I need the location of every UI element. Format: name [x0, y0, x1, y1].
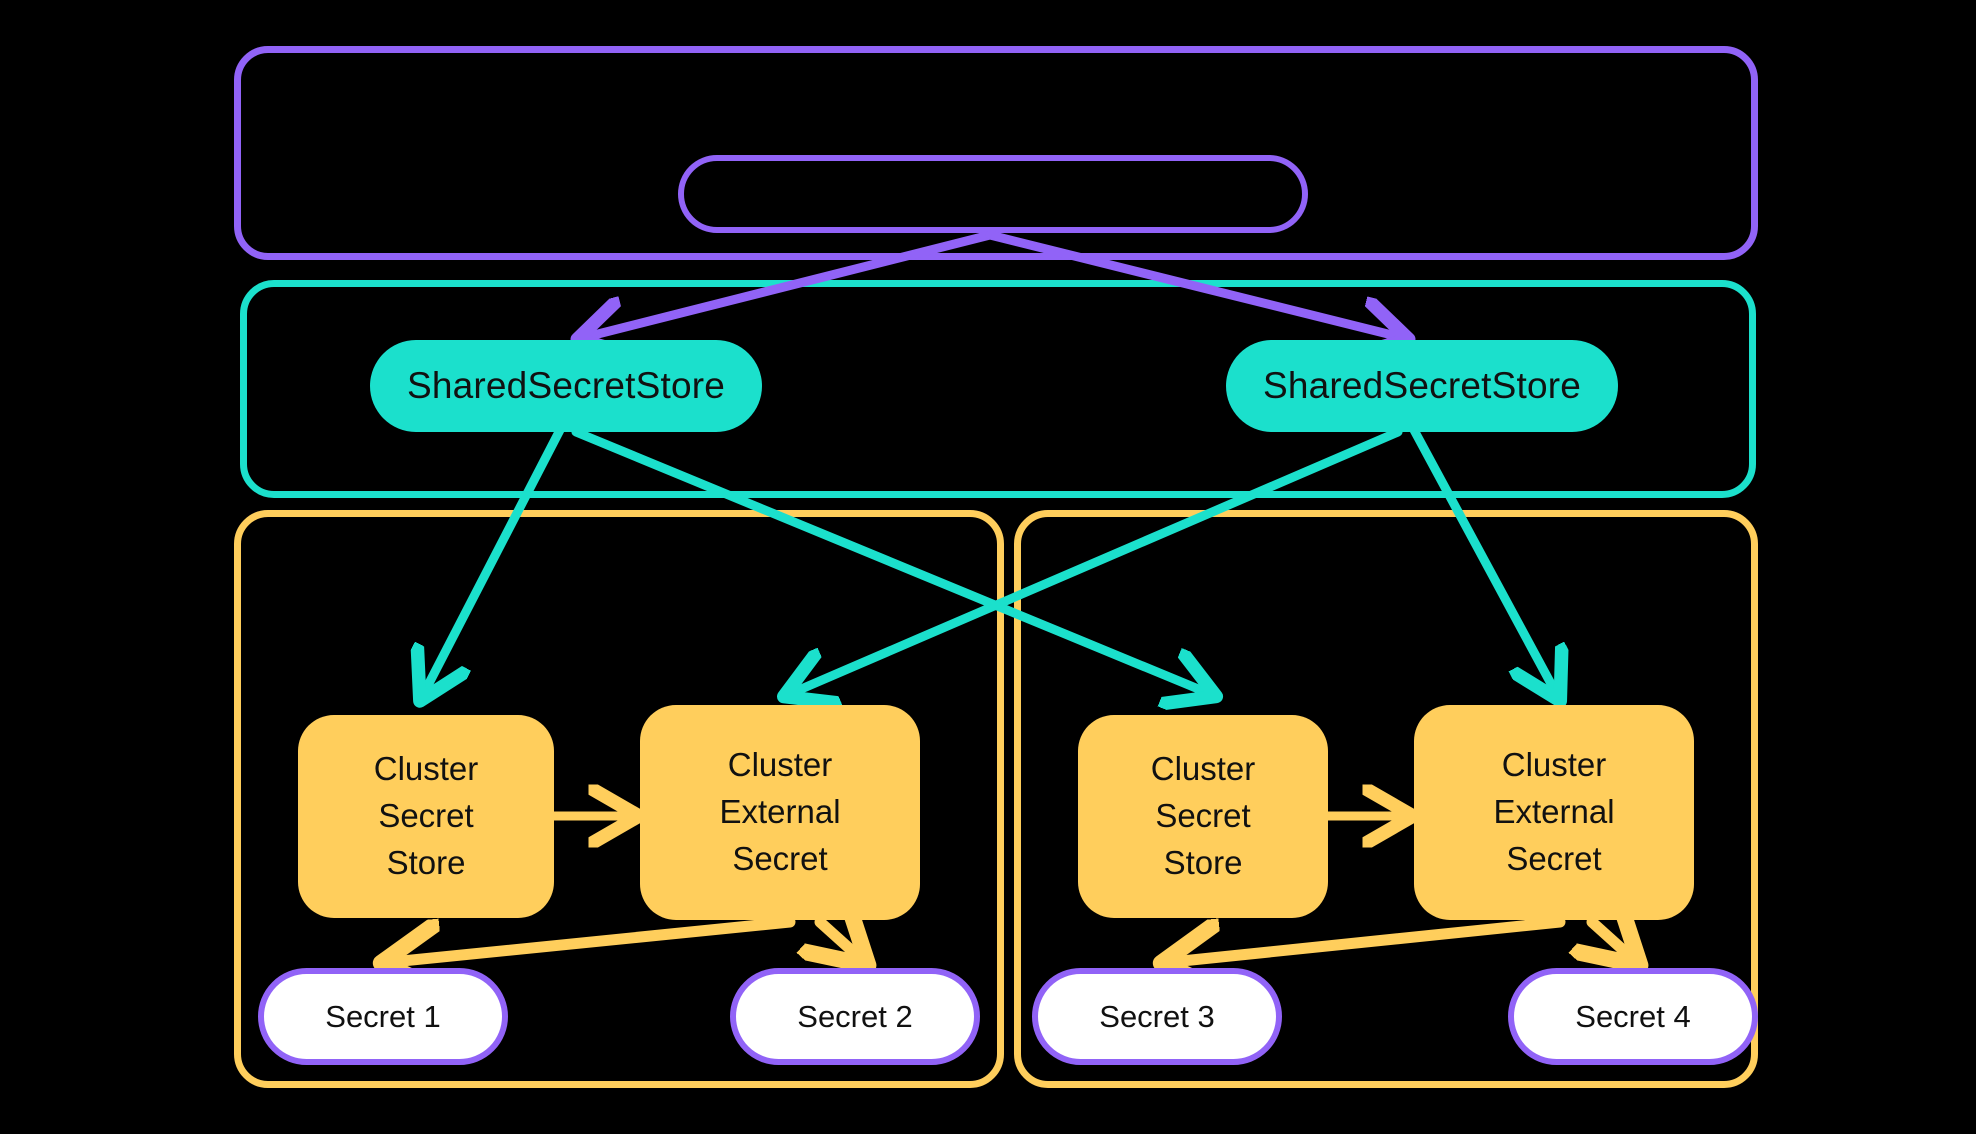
shared-secret-store-left-label: SharedSecretStore [406, 365, 726, 406]
edge-operator-to-shared-store-left [586, 230, 995, 337]
css-right-line-1: Cluster [1150, 750, 1256, 788]
node-cluster-secret-store-left[interactable]: Cluster Secret Store [298, 715, 554, 918]
node-secret-3[interactable]: Secret 3 [1032, 968, 1282, 1065]
secret-4-label: Secret 4 [1575, 998, 1691, 1034]
ces-right-line-3: Secret [1506, 839, 1602, 877]
node-shared-secret-store-right[interactable]: SharedSecretStore [1226, 340, 1618, 432]
edge-ces-left-to-secret-1 [392, 916, 796, 962]
top-purple-container [234, 46, 1758, 260]
node-cluster-external-secret-left[interactable]: Cluster External Secret [640, 705, 920, 920]
node-secret-4[interactable]: Secret 4 [1508, 968, 1758, 1065]
bottom-left-yellow-container [234, 510, 1004, 1088]
css-left-line-1: Cluster [373, 750, 479, 788]
node-cluster-secret-store-right[interactable]: Cluster Secret Store [1078, 715, 1328, 918]
ces-left-line-2: External [719, 793, 841, 831]
ces-left-line-1: Cluster [727, 746, 833, 784]
bottom-right-yellow-container [1014, 510, 1758, 1088]
edge-shared-right-to-ces-left [792, 427, 1403, 693]
css-right-line-2: Secret [1155, 797, 1251, 835]
edge-operator-to-shared-store-right [985, 230, 1400, 337]
edge-ces-right-to-secret-3 [1172, 916, 1566, 962]
shared-secret-store-right-label: SharedSecretStore [1262, 365, 1582, 406]
css-left-line-2: Secret [378, 797, 474, 835]
ces-right-line-1: Cluster [1501, 746, 1607, 784]
edge-shared-left-to-css-left [424, 425, 565, 693]
edge-ces-left-to-secret-2 [820, 922, 860, 958]
edge-ces-right-to-secret-4 [1592, 922, 1632, 958]
edge-shared-left-to-ces-right [571, 427, 1208, 693]
node-cluster-external-secret-right[interactable]: Cluster External Secret [1414, 705, 1694, 920]
node-shared-secret-store-left[interactable]: SharedSecretStore [370, 340, 762, 432]
secret-1-label: Secret 1 [325, 998, 441, 1034]
edge-shared-right-to-css-right [1409, 425, 1556, 693]
css-left-line-3: Store [386, 843, 466, 881]
node-secret-1[interactable]: Secret 1 [258, 968, 508, 1065]
secret-2-label: Secret 2 [797, 998, 913, 1034]
middle-teal-container [240, 280, 1756, 498]
ces-left-line-3: Secret [732, 839, 828, 877]
css-right-line-3: Store [1163, 843, 1243, 881]
node-secret-2[interactable]: Secret 2 [730, 968, 980, 1065]
secret-3-label: Secret 3 [1099, 998, 1215, 1034]
operator-node[interactable] [678, 155, 1308, 233]
ces-right-line-2: External [1493, 793, 1615, 831]
